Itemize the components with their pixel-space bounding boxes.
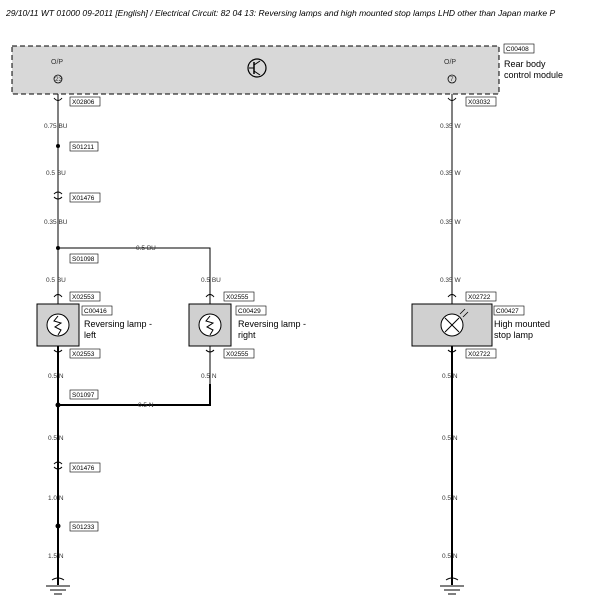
bulb-filament-icon [205,315,215,336]
left-conn-mid: X01476 [72,195,95,202]
module-name-line2: control module [504,70,563,80]
left-splice1: S01211 [72,144,94,151]
left-wire8: 1.5 N [48,553,64,560]
mid-lamp-code: C00429 [238,308,261,315]
right-wire2: 0.35 W [440,170,461,177]
left-lamp-code: C00416 [84,308,107,315]
mid-lamp-line1: Reversing lamp - [238,319,306,329]
mid-lamp-conn-top: X02555 [226,294,249,301]
module-box [11,45,500,95]
bulb-filament-icon [53,315,63,336]
reversing-lamp-left [36,303,80,347]
right-wire1: 0.35 W [440,123,461,130]
right-wire4: 0.35 W [440,277,461,284]
ground-right-icon [440,577,464,595]
left-wire6: 0.5 N [48,435,64,442]
right-wire8: 0.5 N [442,553,458,560]
reversing-lamp-right [188,303,232,347]
pin-right-label: O/P [444,59,456,66]
left-splice4: S01233 [72,524,95,531]
right-wire7: 0.5 N [442,495,458,502]
mid-wire-bottom: 0.5 N [201,373,217,380]
right-lamp-code: C00427 [496,308,519,315]
stop-lamp [411,303,493,347]
right-lamp-line1: High mounted [494,319,550,329]
mid-lamp-line2: right [238,330,256,340]
left-lamp-conn-bottom: X02553 [72,351,95,358]
left-wire1: 0.75 BU [44,123,68,130]
mid-wire-top: 0.5 BU [201,277,221,284]
module-code: C00408 [506,46,529,53]
pin-left-label: O/P [51,59,63,66]
right-lamp-line2: stop lamp [494,330,533,340]
module-name-line1: Rear body [504,59,546,69]
page-header: 29/10/11 WT 01000 09-2011 [English] / El… [6,8,556,18]
left-conn-top: X02806 [72,99,95,106]
right-wire3: 0.35 W [440,219,461,226]
right-wire5: 0.5 N [442,373,458,380]
left-lamp-conn-top: X02553 [72,294,95,301]
right-conn-top: X03032 [468,99,491,106]
ground-left-icon [46,577,70,595]
left-wire-cross: 0.5 BU [136,245,156,252]
left-wire4: 0.5 BU [46,277,66,284]
left-lamp-line1: Reversing lamp - [84,319,152,329]
left-wire-ground-cross: 0.5 N [138,402,154,409]
left-lamp-line2: left [84,330,97,340]
right-lamp-conn-top: X02722 [468,294,491,301]
left-wire7: 1.0 N [48,495,64,502]
left-wire5: 0.5 N [48,373,64,380]
left-splice3: S01097 [72,392,95,399]
left-conn-low: X01476 [72,465,95,472]
left-wire2: 0.5 BU [46,170,66,177]
right-wire6: 0.5 N [442,435,458,442]
pin-right-num: 7 [450,76,454,83]
left-wire3: 0.35 BU [44,219,68,226]
transistor-icon [247,58,267,78]
left-splice2: S01098 [72,256,95,263]
mid-lamp-conn-bottom: X02555 [226,351,249,358]
right-lamp-conn-bottom: X02722 [468,351,491,358]
pin-left-num: 23 [55,76,63,83]
